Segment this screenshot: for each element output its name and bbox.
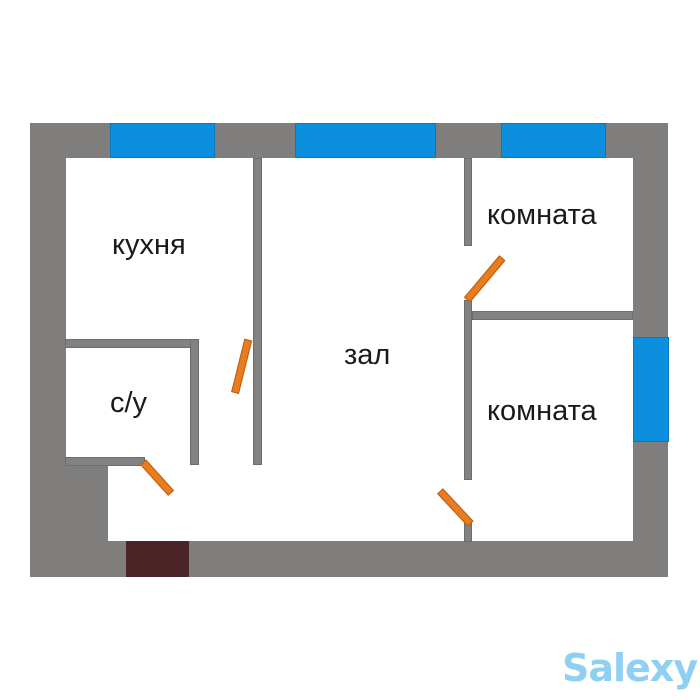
label-bathroom: с/у (110, 387, 148, 419)
partition-hall-room-top (464, 158, 472, 246)
bathroom-wall-bottom (65, 457, 145, 466)
bathroom-wall-top (65, 339, 198, 348)
window-hall (295, 123, 436, 158)
label-kitchen: кухня (112, 229, 186, 261)
window-kitchen (110, 123, 215, 158)
door-bathroom (140, 459, 175, 496)
watermark-logo: Salexy (562, 646, 698, 690)
bathroom-wall-right (190, 339, 199, 465)
partition-hall-room-bottom (464, 300, 472, 480)
partition-rooms (472, 311, 633, 320)
label-room-bottom: комната (487, 395, 597, 427)
door-room-top (463, 255, 506, 303)
door-room-bottom (437, 488, 474, 527)
window-room-bottom (633, 337, 669, 442)
window-room-top (501, 123, 606, 158)
door-kitchen (231, 338, 253, 394)
entrance-door (126, 541, 189, 577)
label-hall: зал (344, 339, 391, 371)
partition-kitchen-hall (253, 158, 262, 465)
label-room-top: комната (487, 199, 597, 231)
wall-corner-block (30, 465, 108, 577)
